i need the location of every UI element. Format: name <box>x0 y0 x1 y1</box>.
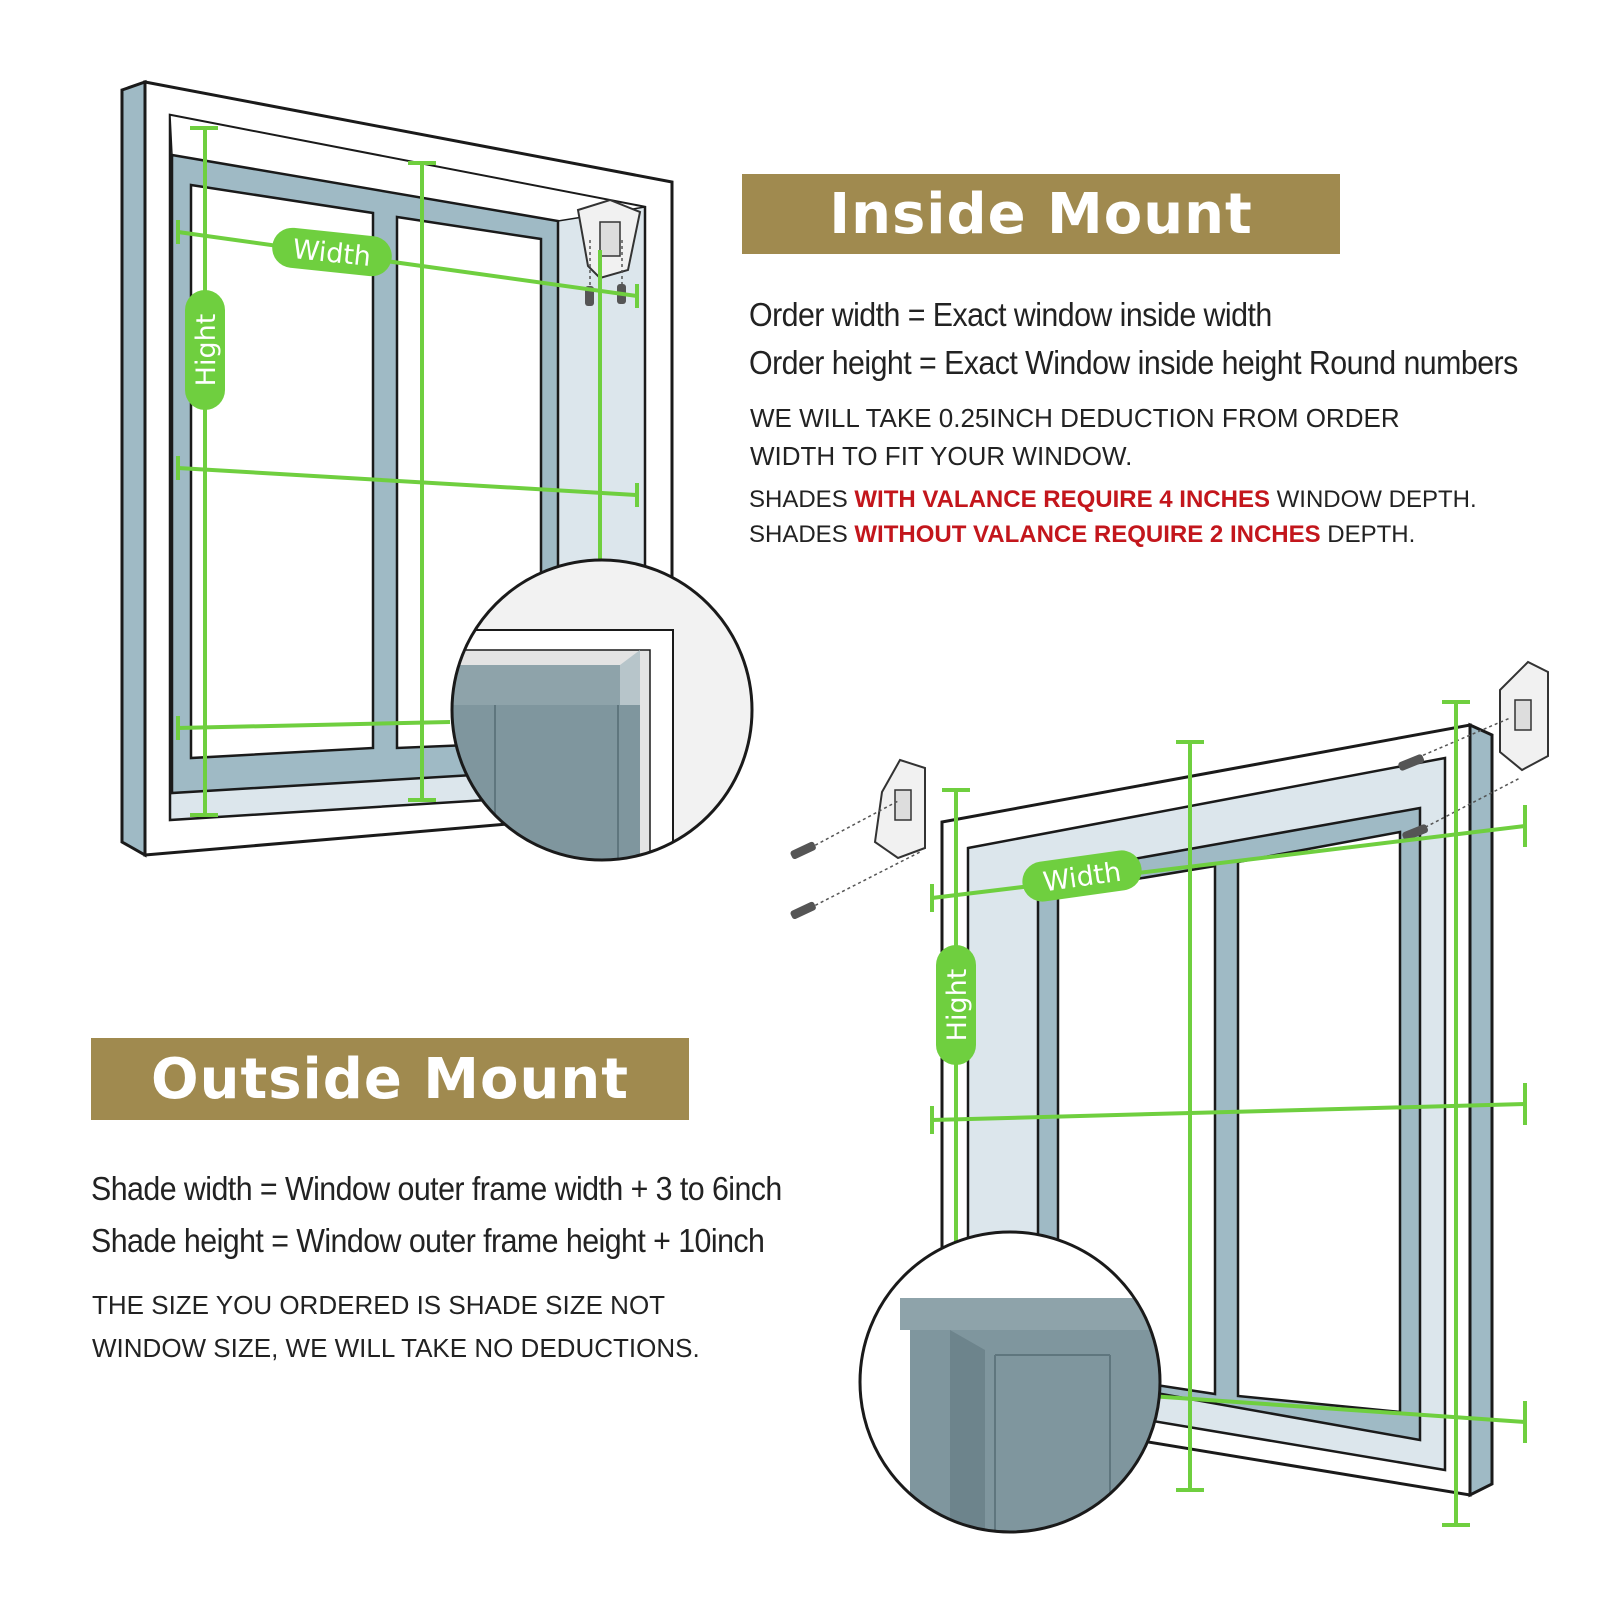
inside-height-label: Hight <box>185 290 225 410</box>
depth1-highlight: WITH VALANCE REQUIRE 4 INCHES <box>854 486 1270 513</box>
depth1-suffix: WINDOW DEPTH. <box>1269 486 1477 513</box>
outside-size-note-1: THE SIZE YOU ORDERED IS SHADE SIZE NOT <box>92 1290 666 1320</box>
outside-detail-magnifier <box>858 1230 1162 1534</box>
inside-mount-window: Width Hight <box>120 79 754 862</box>
inside-width-label: Width <box>272 227 392 277</box>
frame-side <box>120 79 147 858</box>
left-bracket <box>790 758 926 920</box>
depth2-suffix: DEPTH. <box>1320 521 1416 548</box>
right-bracket <box>1398 660 1549 841</box>
inside-order-width: Order width = Exact window inside width <box>749 296 1272 333</box>
outside-mount-title: Outside Mount <box>91 1038 689 1120</box>
inside-depth-note-1: SHADES WITH VALANCE REQUIRE 4 INCHES WIN… <box>749 486 1477 514</box>
outside-size-note-2: WINDOW SIZE, WE WILL TAKE NO DEDUCTIONS. <box>92 1333 700 1363</box>
mounting-bracket <box>576 198 642 306</box>
outside-shade-width: Shade width = Window outer frame width +… <box>91 1170 782 1207</box>
inside-measure-lines <box>176 126 639 817</box>
inside-mount-title: Inside Mount <box>742 174 1340 254</box>
outside-mount-window: Width Hight <box>790 660 1549 1534</box>
inside-deduction-note-2: WIDTH TO FIT YOUR WINDOW. <box>750 441 1133 471</box>
outside-width-label: Width <box>1022 850 1142 902</box>
inside-depth-note-2: SHADES WITHOUT VALANCE REQUIRE 2 INCHES … <box>749 521 1415 549</box>
inside-deduction-note-1: WE WILL TAKE 0.25INCH DEDUCTION FROM ORD… <box>750 403 1400 433</box>
pane-left <box>189 183 375 760</box>
pane-right <box>1236 830 1402 1414</box>
frame-right-side <box>1468 722 1494 1498</box>
depth2-highlight: WITHOUT VALANCE REQUIRE 2 INCHES <box>854 521 1321 548</box>
depth2-prefix: SHADES <box>749 521 855 548</box>
outside-height-label: Hight <box>936 945 976 1065</box>
inside-order-height: Order height = Exact Window inside heigh… <box>749 344 1518 381</box>
outside-height-text: Hight <box>942 969 973 1042</box>
depth1-prefix: SHADES <box>749 486 855 513</box>
inside-height-text: Hight <box>191 314 222 387</box>
outside-shade-height: Shade height = Window outer frame height… <box>91 1222 765 1259</box>
